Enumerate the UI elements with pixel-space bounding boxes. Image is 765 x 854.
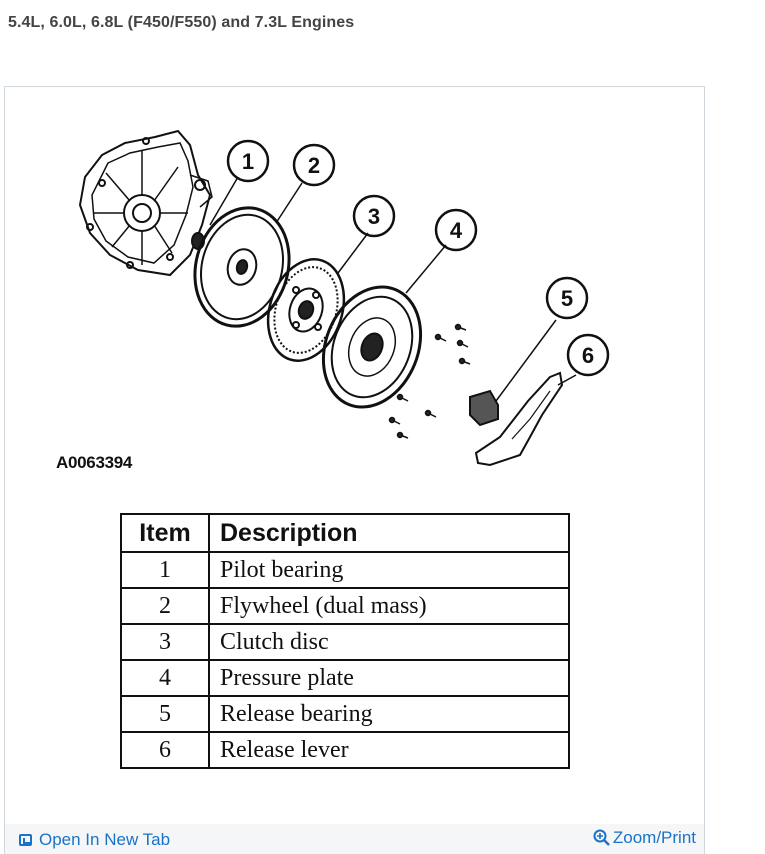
zoom-print-link[interactable]: Zoom/Print — [593, 828, 696, 848]
table-row: 2 Flywheel (dual mass) — [120, 587, 570, 625]
open-in-new-tab-icon — [19, 834, 32, 846]
zoom-print-label: Zoom/Print — [612, 828, 696, 847]
item-number: 5 — [120, 695, 210, 733]
clutch-exploded-diagram: 1 2 3 4 5 6 — [78, 129, 610, 467]
table-row: 4 Pressure plate — [120, 659, 570, 697]
open-in-new-tab-label: Open In New Tab — [39, 830, 171, 849]
item-description: Release lever — [208, 731, 570, 769]
callout-2: 2 — [308, 153, 320, 178]
callout-1: 1 — [242, 149, 254, 174]
column-header-item: Item — [120, 513, 210, 553]
release-bearing-drawing — [469, 389, 499, 427]
item-number: 3 — [120, 623, 210, 661]
flywheel-drawing — [193, 206, 291, 328]
item-number: 4 — [120, 659, 210, 697]
item-description: Clutch disc — [208, 623, 570, 661]
item-description: Pilot bearing — [208, 551, 570, 589]
pressure-plate-drawing — [321, 285, 423, 409]
open-in-new-tab-link[interactable]: Open In New Tab — [19, 830, 170, 850]
item-number: 2 — [120, 587, 210, 625]
table-row: 6 Release lever — [120, 731, 570, 769]
callout-3: 3 — [368, 204, 380, 229]
callout-6: 6 — [582, 343, 594, 368]
callout-4: 4 — [450, 218, 463, 243]
item-description: Flywheel (dual mass) — [208, 587, 570, 625]
item-description: Pressure plate — [208, 659, 570, 697]
item-description: Release bearing — [208, 695, 570, 733]
figure-toolbar: Open In New Tab Zoom/Print — [5, 824, 704, 854]
callout-5: 5 — [561, 286, 573, 311]
table-row: 5 Release bearing — [120, 695, 570, 733]
column-header-description: Description — [208, 513, 570, 553]
engine-housing-drawing — [78, 129, 212, 277]
clutch-disc-drawing — [266, 258, 346, 362]
item-number: 1 — [120, 551, 210, 589]
table-row: 3 Clutch disc — [120, 623, 570, 661]
part-code: A0063394 — [56, 453, 133, 472]
item-number: 6 — [120, 731, 210, 769]
magnifier-plus-icon — [593, 829, 610, 846]
parts-legend-table: Item Description 1 Pilot bearing 2 Flywh… — [120, 513, 570, 769]
page-title: 5.4L, 6.0L, 6.8L (F450/F550) and 7.3L En… — [8, 14, 355, 31]
table-header-row: Item Description — [120, 513, 570, 553]
table-row: 1 Pilot bearing — [120, 551, 570, 589]
